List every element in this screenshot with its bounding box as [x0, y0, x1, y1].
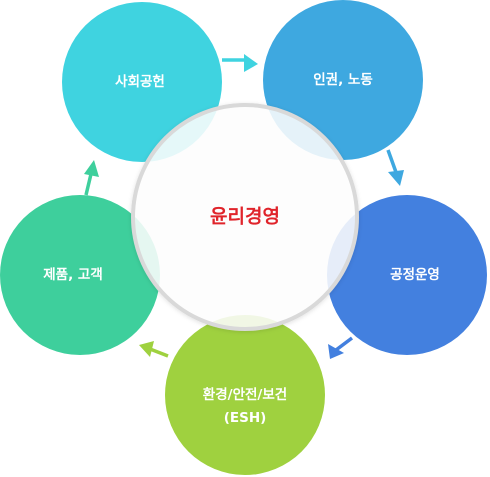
arrow-human-rights-to-process: [386, 149, 404, 186]
node-process-label: 공정운영: [390, 266, 440, 283]
node-process-circle: [327, 195, 487, 355]
node-esh-circle: [165, 315, 325, 475]
node-esh-label-line2: (ESH): [224, 410, 267, 426]
center-label: 윤리경영: [210, 206, 280, 228]
node-human-rights-label: 인권, 노동: [313, 71, 373, 88]
arrow-product-to-social: [84, 160, 99, 196]
center-circle: [131, 103, 359, 331]
node-product-label: 제품, 고객: [43, 266, 103, 283]
node-social-label: 사회공헌: [115, 74, 165, 90]
arrow-social-to-human-rights: [222, 54, 258, 72]
node-product-circle: [0, 195, 160, 355]
arrow-esh-to-product: [139, 341, 169, 358]
node-esh-label-line1: 환경/안전/보건: [203, 386, 287, 403]
arrow-process-to-esh: [328, 336, 354, 359]
